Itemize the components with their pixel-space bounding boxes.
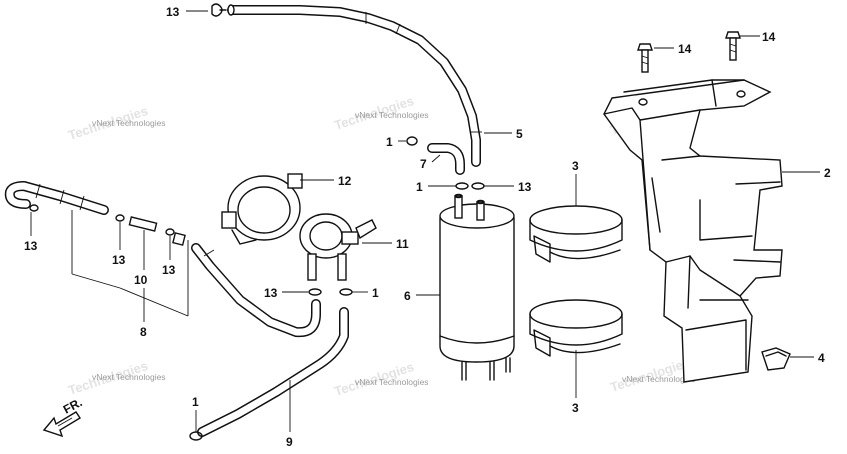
hose-clip-icon — [211, 3, 227, 17]
valve-11 — [299, 213, 377, 281]
callout-13: 13 — [162, 263, 176, 277]
holder-12 — [221, 173, 303, 245]
watermarks: Technologies vNext Technologies Technolo… — [66, 93, 695, 399]
callout-1: 1 — [372, 286, 379, 300]
callout-labels: 13 14 14 5 1 7 1 13 12 3 2 13 13 10 13 1… — [24, 5, 831, 449]
watermark: vNext Technologies — [92, 372, 166, 382]
callout-12: 12 — [338, 174, 352, 188]
callout-4: 4 — [818, 351, 825, 365]
callout-3: 3 — [572, 401, 579, 415]
callout-8: 8 — [140, 325, 147, 339]
hose-8-assembly — [4, 181, 321, 338]
callout-7: 7 — [420, 157, 427, 171]
front-label: FR. — [61, 395, 85, 416]
hose-9 — [189, 307, 349, 441]
callout-13: 13 — [24, 239, 38, 253]
callout-13: 13 — [112, 253, 126, 267]
bracket-2 — [603, 79, 783, 383]
watermark: vNext Technologies — [355, 377, 429, 387]
band-3-upper — [529, 205, 623, 263]
callout-14: 14 — [678, 42, 692, 56]
callout-3: 3 — [572, 159, 579, 173]
front-arrow-icon — [42, 411, 81, 438]
callout-1: 1 — [416, 180, 423, 194]
grommet-4 — [761, 347, 791, 371]
watermark: vNext Technologies — [355, 110, 429, 120]
hose-7 — [427, 143, 465, 175]
callout-6: 6 — [404, 289, 411, 303]
watermark: vNext Technologies — [92, 118, 166, 128]
callout-13: 13 — [264, 286, 278, 300]
callout-9: 9 — [286, 435, 293, 449]
callout-1: 1 — [192, 395, 199, 409]
watermark: vNext Technologies — [622, 374, 696, 384]
band-3-lower — [529, 299, 623, 357]
hose-5 — [227, 4, 482, 167]
callout-13: 13 — [518, 180, 532, 194]
callout-14: 14 — [762, 30, 776, 44]
leader-lines — [30, 10, 820, 432]
callout-11: 11 — [396, 237, 409, 251]
clip-pair-icon — [308, 288, 353, 296]
bolt-14-left — [637, 43, 653, 73]
callout-1: 1 — [386, 135, 393, 149]
callout-5: 5 — [516, 127, 523, 141]
callout-10: 10 — [134, 273, 148, 287]
canister-6 — [439, 193, 515, 381]
bolt-14-right — [725, 31, 741, 61]
callout-13: 13 — [166, 5, 180, 19]
callout-2: 2 — [824, 166, 831, 180]
